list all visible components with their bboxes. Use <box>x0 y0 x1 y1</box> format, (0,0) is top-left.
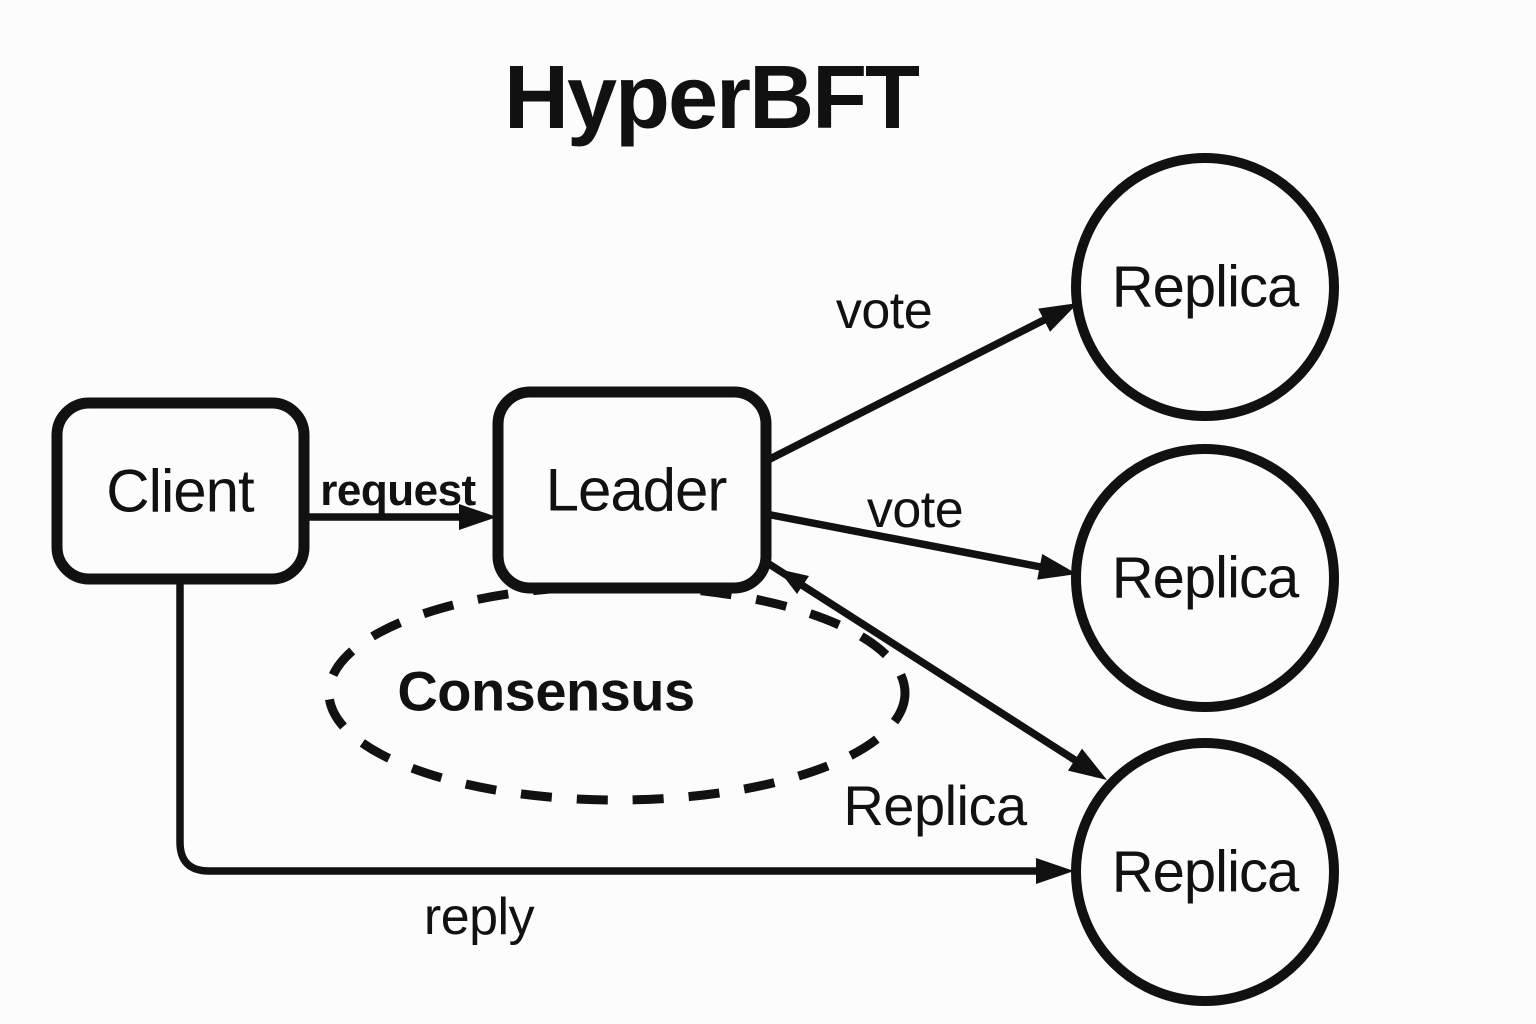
replica-middle-node-label: Replica <box>1112 546 1300 611</box>
vote-top-arrowhead <box>1038 303 1078 332</box>
replica-note-label: Replica <box>843 774 1028 837</box>
leader-node-label: Leader <box>546 457 727 524</box>
leader-replica-bottom-arrowhead <box>1068 748 1107 780</box>
vote-top-edge-line <box>762 315 1050 465</box>
request-edge-label: request <box>320 466 476 515</box>
diagram-title: HyperBFT <box>504 48 920 148</box>
replica-top-node-label: Replica <box>1112 255 1300 320</box>
vote-top-edge-label: vote <box>836 282 932 340</box>
consensus-group-label: Consensus <box>397 660 694 723</box>
client-node-label: Client <box>106 458 255 525</box>
reply-edge-path <box>176 575 1040 875</box>
replica-middle-node <box>1071 444 1339 712</box>
vote-middle-edge-line <box>762 510 1045 571</box>
reply-edge-label: reply <box>424 888 535 946</box>
request-arrowhead <box>459 504 497 530</box>
leader-replica-bottom-back-arrowhead <box>778 569 809 594</box>
leader-node <box>492 386 772 594</box>
reply-arrowhead <box>1036 858 1074 884</box>
vote-middle-edge-label: vote <box>867 481 963 539</box>
leader-replica-bottom-edge-line <box>765 560 1082 766</box>
client-node <box>51 397 310 585</box>
replica-bottom-node <box>1071 738 1339 1006</box>
vote-middle-arrowhead <box>1037 554 1077 580</box>
replica-bottom-node-label: Replica <box>1112 840 1300 905</box>
replica-top-node <box>1071 153 1339 421</box>
